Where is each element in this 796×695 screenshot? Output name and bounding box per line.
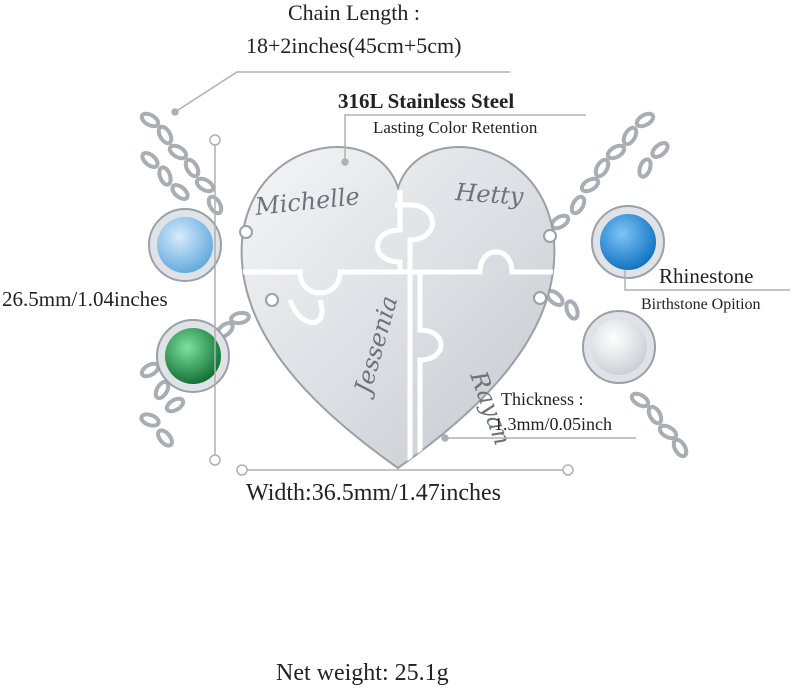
- chain-length-title: Chain Length :: [288, 0, 420, 25]
- birthstone-blue: [591, 205, 665, 279]
- thickness-title: Thickness :: [501, 389, 584, 409]
- thickness-value: 1.3mm/0.05inch: [494, 414, 612, 434]
- rhinestone-subtitle: Birthstone Opition: [641, 296, 761, 313]
- chain-length-value: 18+2inches(45cm+5cm): [246, 33, 462, 58]
- net-weight-label: Net weight: 25.1g: [276, 660, 449, 686]
- material-title: 316L Stainless Steel: [338, 89, 515, 113]
- engraving-hetty: Hetty: [454, 178, 525, 211]
- dimension-guides: [171, 71, 790, 476]
- width-label: Width:36.5mm/1.47inches: [246, 480, 502, 506]
- birthstone-light-blue: [148, 208, 222, 282]
- rhinestone-title: Rhinestone: [659, 264, 754, 288]
- rhinestone-leader: [624, 270, 790, 291]
- right-chain: [545, 111, 689, 459]
- material-subtitle: Lasting Color Retention: [373, 118, 538, 137]
- birthstone-clear: [582, 310, 656, 384]
- chain-length-leader: [174, 71, 510, 113]
- heart-pendant: Michelle Hetty Jessenia Rayan: [239, 146, 557, 470]
- height-label: 26.5mm/1.04inches: [2, 287, 168, 311]
- birthstone-green: [156, 319, 230, 393]
- material-leader: [344, 114, 586, 162]
